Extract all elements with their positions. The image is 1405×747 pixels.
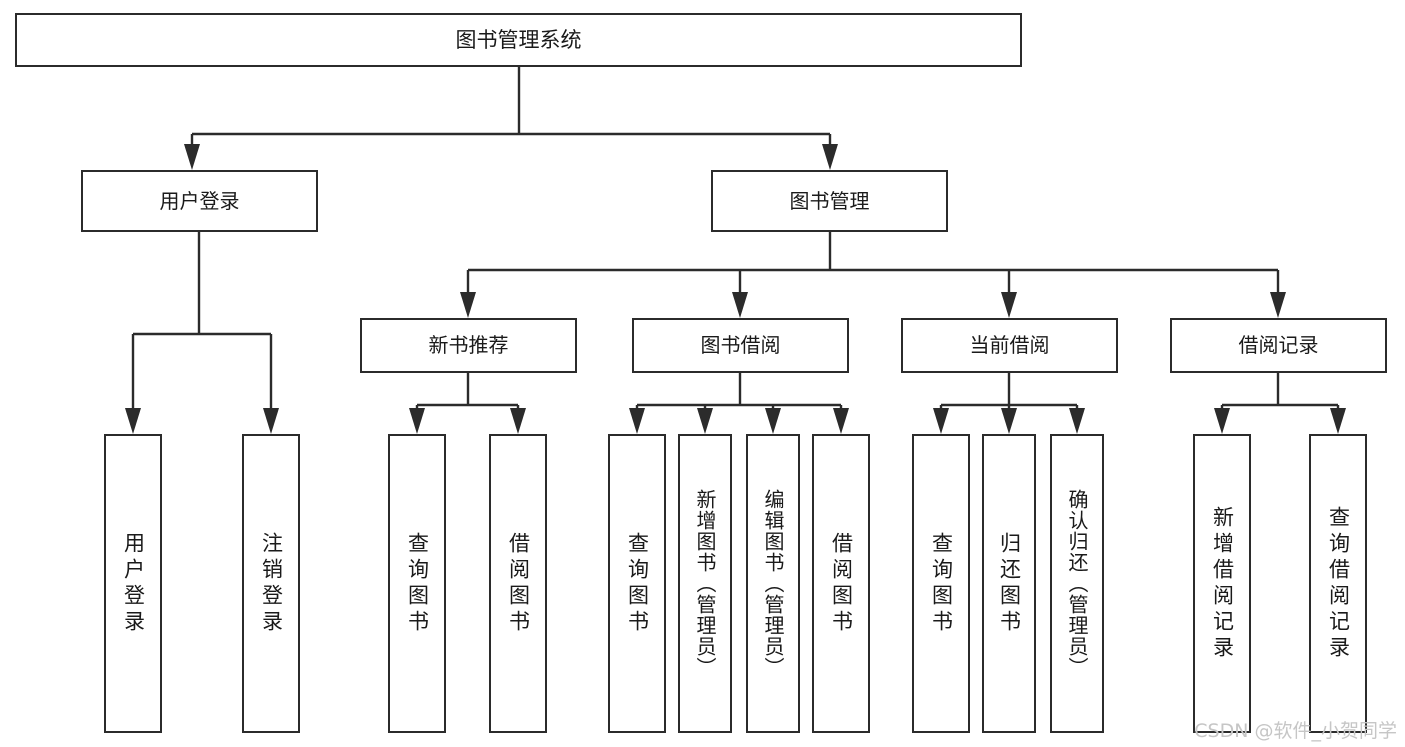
leaf-borrow-book[interactable]: 借阅图书 [812, 434, 870, 733]
leaf-label: 查询图书 [405, 531, 430, 636]
node-label: 当前借阅 [969, 333, 1050, 357]
leaf-query-book-borrow[interactable]: 查询图书 [608, 434, 666, 733]
leaf-label: 查询图书 [625, 531, 650, 636]
leaf-add-borrow-record[interactable]: 新增借阅记录 [1193, 434, 1251, 733]
leaf-label: 借阅图书 [829, 531, 854, 636]
node-root-book-management-system[interactable]: 图书管理系统 [15, 13, 1022, 67]
node-book-borrow[interactable]: 图书借阅 [632, 318, 849, 373]
leaf-edit-book-admin[interactable]: 编辑图书（管理员） [746, 434, 800, 733]
leaf-query-borrow-record[interactable]: 查询借阅记录 [1309, 434, 1367, 733]
leaf-return-book[interactable]: 归还图书 [982, 434, 1036, 733]
leaf-label: 注销登录 [259, 531, 284, 636]
leaf-add-book-admin[interactable]: 新增图书（管理员） [678, 434, 732, 733]
watermark: CSDN @软件_小贺同学 [1194, 720, 1397, 742]
leaf-logout[interactable]: 注销登录 [242, 434, 300, 733]
node-new-book-recommend[interactable]: 新书推荐 [360, 318, 577, 373]
leaf-label: 借阅图书 [506, 531, 531, 636]
leaf-user-login[interactable]: 用户登录 [104, 434, 162, 733]
node-user-login[interactable]: 用户登录 [81, 170, 318, 232]
leaf-query-book-current[interactable]: 查询图书 [912, 434, 970, 733]
node-label: 图书借阅 [700, 333, 781, 357]
leaf-label: 查询图书 [929, 531, 954, 636]
node-borrow-record[interactable]: 借阅记录 [1170, 318, 1387, 373]
leaf-label: 查询借阅记录 [1326, 505, 1351, 662]
node-current-borrow[interactable]: 当前借阅 [901, 318, 1118, 373]
node-label: 新书推荐 [428, 333, 509, 357]
node-label: 图书管理系统 [455, 27, 582, 52]
leaf-label: 用户登录 [121, 531, 146, 636]
leaf-label: 归还图书 [997, 531, 1022, 636]
leaf-label: 新增借阅记录 [1210, 505, 1235, 662]
leaf-label: 新增图书（管理员） [693, 489, 717, 678]
node-label: 用户登录 [159, 188, 240, 213]
leaf-confirm-return-admin[interactable]: 确认归还（管理员） [1050, 434, 1104, 733]
node-label: 借阅记录 [1238, 333, 1319, 357]
leaf-label: 确认归还（管理员） [1065, 489, 1089, 678]
leaf-label: 编辑图书（管理员） [761, 489, 785, 678]
leaf-query-book-recommend[interactable]: 查询图书 [388, 434, 446, 733]
leaf-borrow-book-recommend[interactable]: 借阅图书 [489, 434, 547, 733]
node-book-management[interactable]: 图书管理 [711, 170, 948, 232]
node-label: 图书管理 [789, 188, 870, 213]
